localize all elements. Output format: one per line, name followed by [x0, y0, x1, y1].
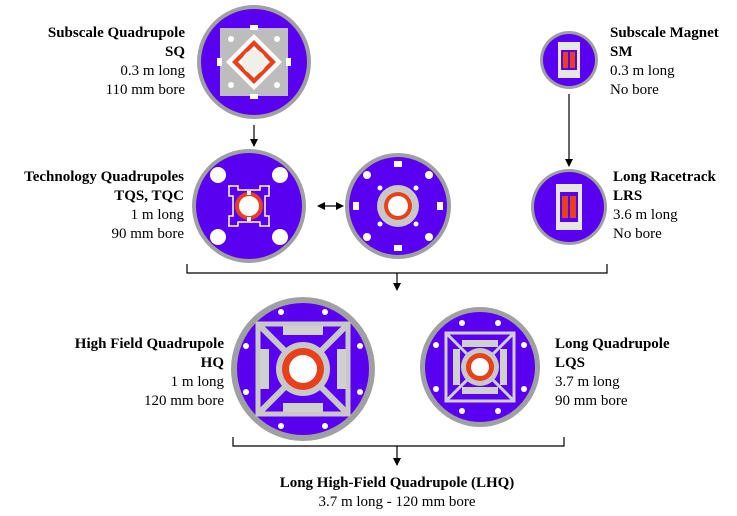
bracket-top-merge — [186, 264, 608, 274]
lqs-label: Long Quadrupole LQS 3.7 m long 90 mm bor… — [555, 335, 670, 411]
sq-magnet-icon — [197, 5, 311, 119]
sq-code: SQ — [164, 44, 185, 60]
tqc-magnet-icon — [345, 153, 451, 259]
sm-bore: No bore — [610, 82, 659, 98]
sm-label: Subscale Magnet SM 0.3 m long No bore — [610, 24, 719, 100]
sm-code: SM — [610, 44, 633, 60]
sq-name: Subscale Quadrupole — [47, 25, 185, 41]
lrs-label: Long Racetrack LRS 3.6 m long No bore — [613, 168, 716, 244]
lhq-name: Long High-Field Quadrupole (LHQ) — [279, 475, 515, 491]
lrs-length: 3.6 m long — [613, 207, 678, 223]
lhq-spec: 3.7 m long - 120 mm bore — [318, 494, 476, 510]
sm-magnet-icon — [540, 31, 598, 89]
sq-label: Subscale Quadrupole SQ 0.3 m long 110 mm… — [48, 24, 185, 100]
bracket-bottom-merge — [232, 437, 565, 447]
tq-bore: 90 mm bore — [111, 226, 185, 242]
lqs-bore: 90 mm bore — [555, 393, 628, 409]
lqs-magnet-icon — [420, 307, 540, 427]
tq-label: Technology Quadrupoles TQS, TQC 1 m long… — [24, 168, 184, 244]
lqs-name: Long Quadrupole — [555, 336, 670, 352]
lrs-bore: No bore — [613, 226, 662, 242]
sq-length: 0.3 m long — [120, 63, 185, 79]
tqs-magnet-icon — [192, 149, 306, 263]
sm-length: 0.3 m long — [610, 63, 675, 79]
hq-code: HQ — [200, 355, 224, 371]
sm-name: Subscale Magnet — [610, 25, 719, 41]
lqs-length: 3.7 m long — [555, 374, 620, 390]
lrs-name: Long Racetrack — [613, 169, 716, 185]
tq-length: 1 m long — [130, 207, 184, 223]
sq-bore: 110 mm bore — [105, 82, 185, 98]
tq-name: Technology Quadrupoles — [24, 169, 184, 185]
lrs-code: LRS — [613, 188, 643, 204]
hq-label: High Field Quadrupole HQ 1 m long 120 mm… — [75, 335, 224, 411]
hq-bore: 120 mm bore — [144, 393, 224, 409]
hq-length: 1 m long — [170, 374, 224, 390]
lhq-label: Long High-Field Quadrupole (LHQ) 3.7 m l… — [197, 474, 597, 512]
hq-name: High Field Quadrupole — [74, 336, 224, 352]
tq-code: TQS, TQC — [114, 188, 184, 204]
lqs-code: LQS — [555, 355, 586, 371]
lrs-magnet-icon — [531, 169, 607, 245]
hq-magnet-icon — [231, 297, 375, 441]
